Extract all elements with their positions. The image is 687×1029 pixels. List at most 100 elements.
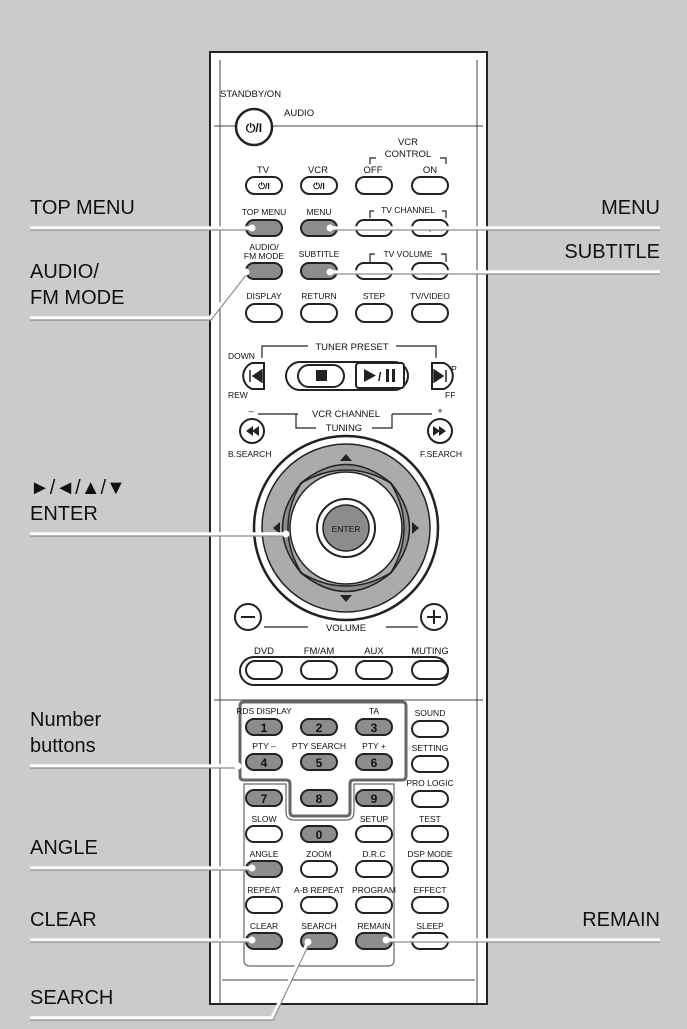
muting-button[interactable] <box>411 660 449 680</box>
ff-button[interactable] <box>431 362 454 390</box>
number-5-label: 5 <box>316 756 323 770</box>
zoom-label: ZOOM <box>306 849 332 859</box>
remain-label: REMAIN <box>357 921 390 931</box>
volume-up-button[interactable] <box>420 603 448 631</box>
number-1-label: 1 <box>261 721 268 735</box>
number-6-button[interactable]: 6 <box>355 753 393 771</box>
tv-power-button[interactable]: ⏻/I <box>245 176 283 195</box>
standby-label: STANDBY/ON <box>220 89 281 100</box>
fm-am-button[interactable] <box>300 660 338 680</box>
pro-logic-label: PRO LOGIC <box>406 778 453 788</box>
audio-fm-label-2: FM MODE <box>244 251 284 261</box>
up-arrow-icon <box>340 454 352 461</box>
right-button[interactable] <box>389 481 411 575</box>
test-button[interactable] <box>411 825 449 843</box>
ab-repeat-label: A-B REPEAT <box>294 885 344 895</box>
audio-fm-mode-button[interactable] <box>245 262 283 280</box>
tv-channel-label: TV CHANNEL <box>381 205 435 215</box>
vcr-control-label-1: VCR <box>398 137 418 148</box>
pty-search-label: PTY SEARCH <box>292 741 346 751</box>
test-label: TEST <box>419 814 441 824</box>
leader-dot <box>242 268 250 276</box>
volume-label: VOLUME <box>326 623 366 634</box>
number-2-label: 2 <box>316 721 323 735</box>
tv-video-label: TV/VIDEO <box>410 291 450 301</box>
setting-button[interactable] <box>411 755 449 773</box>
callout-number-1: Number <box>30 709 101 731</box>
up-button[interactable] <box>299 463 393 485</box>
left-button[interactable] <box>281 481 303 575</box>
number-8-button[interactable]: 8 <box>300 789 338 807</box>
program-label: PROGRAM <box>352 885 396 895</box>
display-button[interactable] <box>245 303 283 323</box>
number-3-button[interactable]: 3 <box>355 718 393 736</box>
tuning-label: TUNING <box>326 423 362 434</box>
clear-label: CLEAR <box>250 921 278 931</box>
number-2-button[interactable]: 2 <box>300 718 338 736</box>
down-button[interactable] <box>299 571 393 593</box>
drc-button[interactable] <box>355 860 393 878</box>
number-1-button[interactable]: 1 <box>245 718 283 736</box>
sleep-label: SLEEP <box>416 921 444 931</box>
vcr-off-button[interactable] <box>355 176 393 195</box>
rds-display-label: RDS DISPLAY <box>236 706 292 716</box>
pro-logic-button[interactable] <box>411 790 449 808</box>
pty-minus-label: PTY – <box>252 741 276 751</box>
f-search-button[interactable] <box>427 418 453 444</box>
aux-button[interactable] <box>355 660 393 680</box>
volume-down-button[interactable] <box>234 603 262 631</box>
return-label: RETURN <box>301 291 336 301</box>
leader-dot <box>326 268 334 276</box>
leader-dot <box>326 224 334 232</box>
stop-button[interactable] <box>297 364 345 388</box>
leader-dot <box>282 530 290 538</box>
b-search-button[interactable] <box>239 418 265 444</box>
tv-label: TV <box>257 165 270 176</box>
slow-button[interactable] <box>245 825 283 843</box>
play-pause-button[interactable]: / <box>355 362 405 389</box>
drc-label: D.R.C <box>362 849 385 859</box>
standby-button[interactable]: ⏻/I <box>234 107 274 147</box>
ab-repeat-button[interactable] <box>300 896 338 914</box>
search-button[interactable] <box>300 932 338 950</box>
dvd-button[interactable] <box>245 660 283 680</box>
slow-label: SLOW <box>251 814 276 824</box>
number-9-button[interactable]: 9 <box>355 789 393 807</box>
number-7-label: 7 <box>261 792 268 806</box>
on-label: ON <box>423 165 437 176</box>
leader-dot <box>304 938 312 946</box>
leader-dot <box>248 936 256 944</box>
dsp-mode-button[interactable] <box>411 860 449 878</box>
setup-button[interactable] <box>355 825 393 843</box>
menu-label: MENU <box>306 207 331 217</box>
number-7-button[interactable]: 7 <box>245 789 283 807</box>
dvd-functions-outline <box>243 783 395 967</box>
leader-dot <box>248 864 256 872</box>
fast-forward-icon <box>433 426 446 436</box>
zoom-button[interactable] <box>300 860 338 878</box>
rew-label: REW <box>228 390 248 400</box>
rew-button[interactable] <box>242 362 265 390</box>
callout-number-2: buttons <box>30 735 96 757</box>
number-5-button[interactable]: 5 <box>300 753 338 771</box>
rew-icon <box>249 368 263 384</box>
vcr-control-label-2: CONTROL <box>385 149 431 160</box>
return-button[interactable] <box>300 303 338 323</box>
vcr-on-button[interactable] <box>411 176 449 195</box>
step-button[interactable] <box>355 303 393 323</box>
tv-video-button[interactable] <box>411 303 449 323</box>
effect-label: EFFECT <box>413 885 446 895</box>
number-0-button[interactable]: 0 <box>300 825 338 843</box>
vcr-power-button[interactable]: ⏻/I <box>300 176 338 195</box>
effect-button[interactable] <box>411 896 449 914</box>
enter-button[interactable]: ENTER <box>316 498 376 558</box>
program-button[interactable] <box>355 896 393 914</box>
left-arrow-icon <box>273 522 280 534</box>
sound-button[interactable] <box>411 720 449 738</box>
number-4-button[interactable]: 4 <box>245 753 283 771</box>
callout-enter: ENTER <box>30 503 98 525</box>
b-search-label: B.SEARCH <box>228 449 271 459</box>
repeat-button[interactable] <box>245 896 283 914</box>
rewind-icon <box>246 426 259 436</box>
callout-remain: REMAIN <box>582 909 660 931</box>
